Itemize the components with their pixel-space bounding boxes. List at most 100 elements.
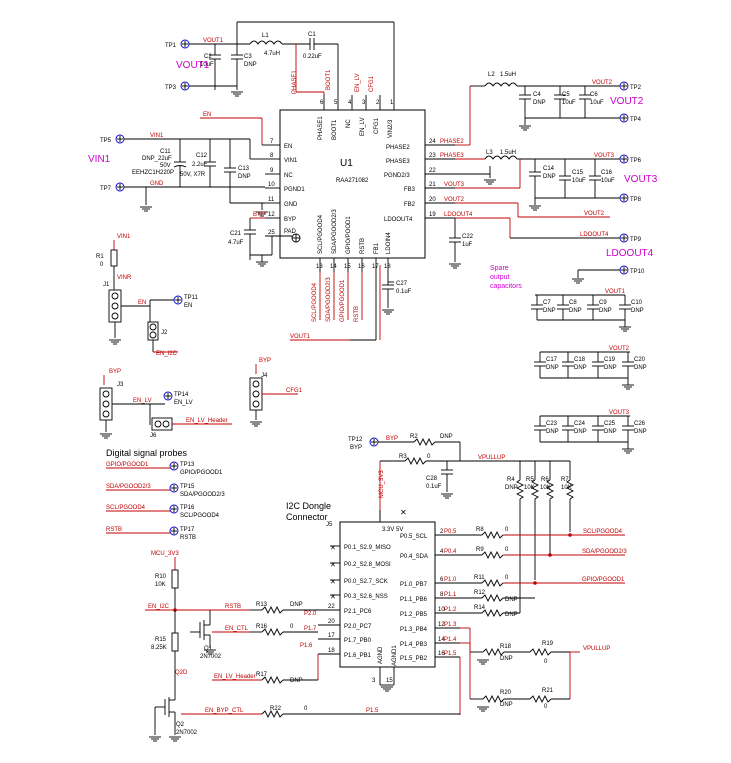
svg-text:3: 3 [372, 678, 376, 684]
svg-text:DNP: DNP [569, 308, 582, 314]
svg-text:1.5uH: 1.5uH [500, 72, 516, 78]
svg-text:DNP: DNP [505, 597, 518, 603]
svg-text:5V: 5V [396, 527, 403, 533]
svg-text:R11: R11 [474, 575, 485, 581]
svg-text:PHASE3: PHASE3 [386, 159, 410, 165]
svg-text:DNP: DNP [505, 612, 518, 618]
svg-text:J5: J5 [326, 522, 333, 528]
svg-text:2: 2 [376, 100, 380, 106]
svg-text:R10: R10 [155, 574, 167, 580]
svg-text:VOUT1: VOUT1 [203, 38, 224, 44]
svg-text:14: 14 [438, 637, 445, 643]
svg-text:✕: ✕ [330, 579, 336, 586]
svg-text:VOUT3: VOUT3 [444, 182, 465, 188]
svg-text:18: 18 [328, 648, 335, 654]
svg-text:R1: R1 [96, 254, 104, 260]
svg-text:0.22uF: 0.22uF [303, 54, 322, 60]
svg-text:VOUT1: VOUT1 [290, 334, 311, 340]
svg-text:P1.5_PB2: P1.5_PB2 [400, 656, 428, 662]
svg-text:VOUT2: VOUT2 [444, 197, 465, 203]
svg-text:EN: EN [138, 300, 146, 306]
svg-text:EN_LV: EN_LV [133, 398, 152, 404]
svg-text:SCL/PGOOD4: SCL/PGOOD4 [312, 282, 318, 322]
svg-text:R3: R3 [399, 454, 407, 460]
svg-text:PGND2/3: PGND2/3 [384, 173, 410, 179]
svg-text:DNP: DNP [631, 308, 644, 314]
svg-text:15: 15 [344, 264, 351, 270]
svg-text:EN: EN [284, 144, 292, 150]
svg-text:BYP: BYP [386, 436, 398, 442]
svg-text:BYP: BYP [253, 212, 265, 218]
svg-text:1uF: 1uF [462, 242, 473, 248]
vin1-section: EN TP5 VIN1 VIN1 C11 DNP_22uF 50V EEHZC1… [88, 112, 273, 267]
svg-text:VIN1: VIN1 [117, 234, 131, 240]
svg-text:VPULLUP: VPULLUP [583, 646, 610, 652]
svg-text:✕: ✕ [330, 545, 336, 552]
svg-text:P1.1: P1.1 [444, 592, 457, 598]
svg-text:R19: R19 [542, 641, 554, 647]
svg-text:LDOOUT4: LDOOUT4 [580, 232, 609, 238]
svg-text:R9: R9 [476, 547, 484, 553]
svg-text:P1.2_PB5: P1.2_PB5 [400, 612, 428, 618]
svg-text:TP14: TP14 [174, 392, 189, 398]
svg-text:16: 16 [438, 651, 445, 657]
svg-text:CFG1: CFG1 [286, 388, 303, 394]
svg-text:9: 9 [270, 168, 274, 174]
svg-text:2N7002: 2N7002 [200, 654, 222, 660]
svg-text:7: 7 [270, 139, 274, 145]
svg-text:20: 20 [429, 197, 436, 203]
u1-bottom-pins: 13 SCL/PGOOD4 14 SDA/PGOOD2/3 15 GPIO/PO… [316, 209, 392, 272]
svg-text:DNP: DNP [599, 308, 612, 314]
svg-text:DNP: DNP [604, 429, 617, 435]
svg-text:LDOOUT4: LDOOUT4 [444, 212, 473, 218]
u1-bottom-nets: SCL/PGOOD4 SDA/PGOOD2/3 GPIO/PGOOD1 RSTB… [290, 265, 412, 341]
svg-text:TP9: TP9 [630, 237, 642, 243]
svg-text:VIN1: VIN1 [150, 133, 164, 139]
svg-text:P1.3_PB4: P1.3_PB4 [400, 627, 428, 633]
svg-text:R7: R7 [561, 477, 569, 483]
svg-text:BYP: BYP [350, 445, 362, 451]
svg-text:50V, X7R: 50V, X7R [180, 172, 206, 178]
svg-text:VOUT2: VOUT2 [609, 346, 630, 352]
svg-text:10K: 10K [524, 485, 535, 491]
svg-text:FB3: FB3 [404, 187, 416, 193]
svg-text:12: 12 [438, 622, 445, 628]
svg-text:EN_LV_Header: EN_LV_Header [214, 674, 256, 680]
svg-text:C25: C25 [604, 421, 616, 427]
spare-caps-section: Spare output capacitors TP10 VOUT1 C7DNP… [490, 265, 647, 454]
svg-text:EEHZC1H220P: EEHZC1H220P [132, 170, 174, 176]
svg-text:VPULLUP: VPULLUP [478, 455, 505, 461]
svg-text:8.25K: 8.25K [151, 645, 167, 651]
svg-text:GND: GND [150, 181, 164, 187]
svg-text:0: 0 [544, 659, 548, 665]
svg-text:EN_CTL: EN_CTL [225, 626, 249, 632]
svg-text:P1.2: P1.2 [444, 607, 457, 613]
svg-text:L1: L1 [262, 33, 269, 39]
svg-text:C14: C14 [543, 166, 555, 172]
svg-text:J4: J4 [261, 373, 268, 379]
svg-text:TP6: TP6 [630, 158, 642, 164]
svg-text:3: 3 [362, 100, 366, 106]
svg-text:Spare: Spare [490, 265, 509, 272]
svg-text:TP10: TP10 [630, 269, 645, 275]
svg-text:PHASE2: PHASE2 [386, 145, 410, 151]
svg-text:R8: R8 [476, 527, 484, 533]
svg-text:SDA/PGOOD2/3: SDA/PGOOD2/3 [326, 277, 332, 322]
svg-text:GPIO/PGOOD1: GPIO/PGOOD1 [106, 462, 149, 468]
svg-text:TP13: TP13 [180, 462, 195, 468]
cfg1-jumper-section: BYP J4 CFG1 [249, 358, 303, 427]
svg-text:SDA/PGOOD2/3: SDA/PGOOD2/3 [582, 549, 627, 555]
svg-text:DNP: DNP [634, 365, 647, 371]
svg-text:18: 18 [384, 264, 391, 270]
svg-text:EN_LV: EN_LV [355, 73, 361, 92]
svg-text:10K: 10K [540, 485, 551, 491]
svg-text:RSTB: RSTB [106, 527, 122, 533]
svg-text:R17: R17 [256, 672, 268, 678]
svg-text:P2.0: P2.0 [304, 611, 317, 617]
svg-text:P1.7: P1.7 [304, 626, 317, 632]
svg-text:P0.5_SCL: P0.5_SCL [400, 534, 428, 540]
svg-text:SCL/PGOOD4: SCL/PGOOD4 [106, 505, 146, 511]
svg-text:17: 17 [328, 633, 335, 639]
